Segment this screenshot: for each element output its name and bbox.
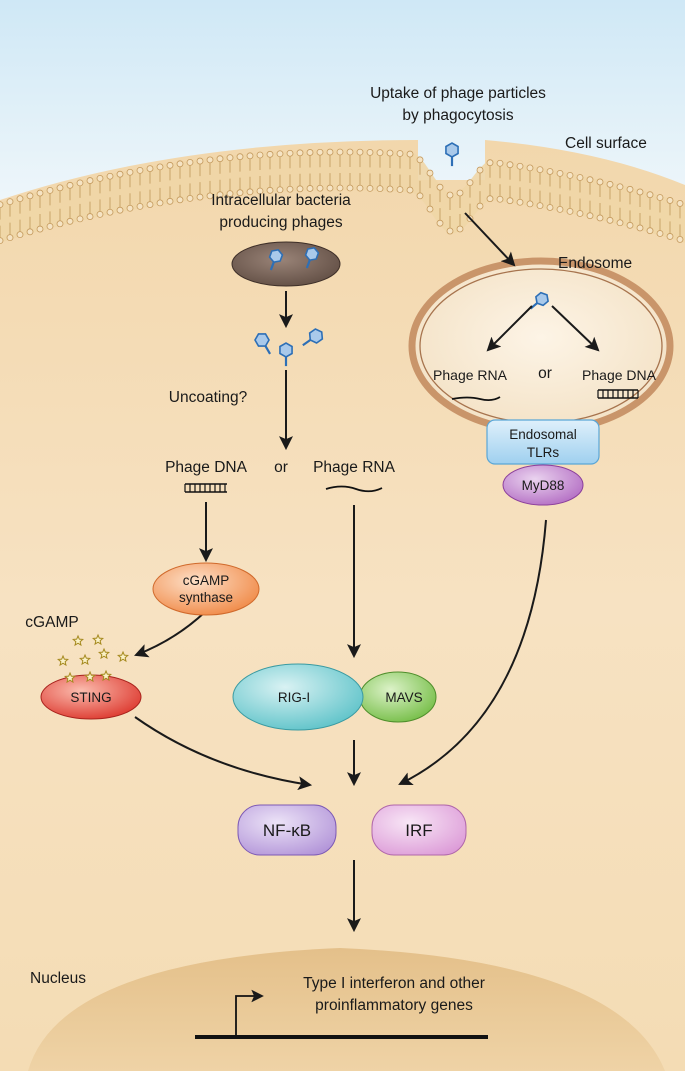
endosome: [408, 257, 674, 435]
cell-surface-label: Cell surface: [565, 135, 647, 152]
cgamp-synthase-label-2: synthase: [179, 590, 233, 605]
nucleus: [28, 948, 665, 1071]
endosome-phage-dna-label: Phage DNA: [582, 367, 657, 383]
endosome-phage-rna-label: Phage RNA: [433, 367, 508, 383]
nf-kb: [237, 804, 337, 856]
phage-icon: [268, 249, 284, 271]
cgamp-star-icon: [57, 654, 69, 667]
endo-rna-glyph: [451, 396, 501, 402]
arrow-uptake-to-endosome: [464, 212, 516, 267]
irf: [371, 804, 467, 856]
rig-i: [232, 663, 364, 731]
myd88: [502, 464, 584, 506]
phage-icon: [302, 328, 324, 347]
cgamp-star-icon: [92, 633, 104, 646]
endosomal-tlrs-label-2: TLRs: [527, 445, 560, 460]
mavs-label: MAVS: [385, 690, 422, 705]
endosome-or-label: or: [538, 365, 552, 382]
arrow-endo-phage-to-dna: [551, 305, 600, 352]
cgamp-star-icon: [98, 647, 110, 660]
cgamp-star-icon: [72, 634, 84, 647]
phage-icon: [304, 247, 320, 269]
phage-icon: [279, 342, 293, 367]
irf-label: IRF: [405, 821, 432, 840]
arrows: [134, 212, 600, 933]
cgamp-label: cGAMP: [25, 614, 78, 631]
cgamp-molecules: [57, 633, 129, 684]
genes-label-1: Type I interferon and other: [303, 975, 485, 992]
cyto-or-label: or: [274, 459, 288, 476]
arrow-cgas-to-sting: [134, 611, 206, 658]
endosome-label: Endosome: [558, 255, 632, 272]
myd88-label: MyD88: [522, 478, 565, 493]
cgamp-star-icon: [64, 671, 76, 684]
uptake-label-1: Uptake of phage particles: [370, 85, 546, 102]
cgamp-star-icon: [79, 653, 91, 666]
cell-membrane: [0, 148, 685, 245]
cgamp-star-icon: [100, 669, 112, 682]
genes-label-2: proinflammatory genes: [315, 997, 473, 1014]
cyto-phage-rna-label: Phage RNA: [313, 459, 396, 476]
cyto-phage-dna-label: Phage DNA: [165, 459, 248, 476]
cyto-dna-glyph: [184, 483, 227, 493]
cyto-rna-glyph: [325, 485, 383, 493]
intracellular-label-2: producing phages: [219, 214, 342, 231]
phage-icon: [254, 333, 272, 355]
phage-icon: [445, 142, 459, 167]
arrow-sting-to-nucleus-factors: [134, 716, 313, 791]
cgamp-synthase: [152, 562, 260, 616]
nucleus-label: Nucleus: [30, 970, 86, 987]
sting-label: STING: [70, 690, 111, 705]
endo-dna-glyph: [597, 389, 639, 399]
uptake-label-2: by phagocytosis: [402, 107, 513, 124]
bacterium: [231, 241, 341, 287]
rig-i-label: RIG-I: [278, 690, 310, 705]
cgamp-synthase-label-1: cGAMP: [183, 573, 230, 588]
cgamp-star-icon: [84, 670, 96, 683]
arrow-endo-phage-to-rna: [486, 305, 533, 352]
intracellular-label-1: Intracellular bacteria: [211, 192, 351, 209]
nf-kb-label: NF-κB: [263, 821, 311, 840]
endosomal-tlrs-label-1: Endosomal: [509, 427, 577, 442]
uncoating-label: Uncoating?: [169, 389, 248, 406]
cgamp-star-icon: [117, 650, 129, 663]
promoter-arrow: [235, 989, 264, 1037]
endosomal-tlrs: [486, 419, 600, 465]
arrow-myd88-to-factors: [398, 519, 547, 786]
